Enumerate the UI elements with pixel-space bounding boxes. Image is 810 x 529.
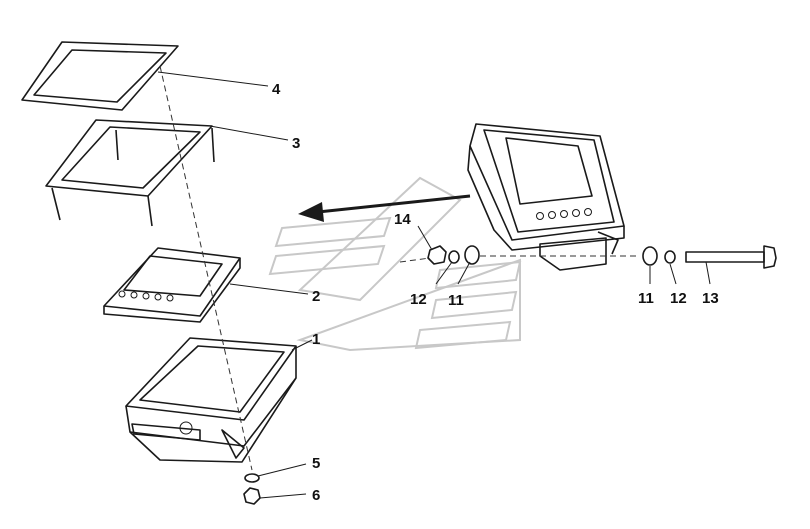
part-display-module	[103, 247, 241, 323]
callout-12-right: 12	[670, 290, 687, 307]
direction-arrow	[298, 194, 471, 222]
part-assembled-unit	[467, 123, 625, 271]
callout-13: 13	[702, 290, 719, 307]
callout-6: 6	[312, 487, 320, 504]
callout-4: 4	[272, 81, 281, 98]
callout-14: 14	[394, 211, 411, 228]
callout-3: 3	[292, 135, 300, 152]
part-frame	[45, 119, 215, 227]
part-nut-14	[427, 245, 447, 265]
part-housing	[125, 337, 297, 463]
part-bolt-13	[685, 245, 777, 269]
callout-11-left: 11	[448, 292, 464, 309]
part-washer-bottom	[244, 473, 260, 483]
part-washer-12-left	[448, 250, 460, 264]
part-washer-11-right	[642, 246, 658, 266]
callout-12-left: 12	[410, 291, 427, 308]
leader-lines	[157, 71, 711, 499]
callout-2: 2	[312, 288, 320, 305]
part-washer-12-right	[664, 250, 676, 264]
callout-1: 1	[312, 331, 320, 348]
button-row-icon	[118, 290, 174, 302]
part-gasket	[21, 41, 179, 111]
axis-lines	[159, 65, 640, 471]
callout-5: 5	[312, 455, 320, 472]
callout-11-right: 11	[638, 290, 654, 307]
part-washer-11-left	[464, 245, 480, 265]
button-row-icon	[536, 208, 592, 220]
part-nut-bottom	[243, 487, 261, 505]
watermark-logo	[268, 176, 522, 352]
